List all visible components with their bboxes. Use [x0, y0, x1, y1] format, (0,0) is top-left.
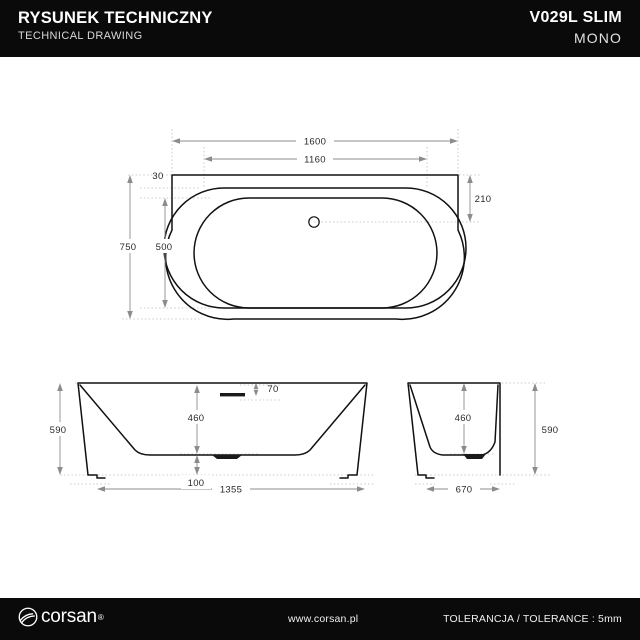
dimension-depth-460: 460	[181, 385, 211, 454]
brand-logo[interactable]: corsan ®	[18, 607, 104, 627]
tub-bowl-top	[193, 197, 438, 309]
dim-label-30: 30	[152, 171, 163, 182]
brand-name: corsan	[41, 606, 97, 627]
dim-label-1160: 1160	[304, 155, 326, 166]
dimension-rim-30: 30	[152, 171, 163, 182]
dimension-drain-offset-210: 210	[467, 175, 503, 222]
dimension-bowl-length-1160: 1160	[204, 151, 427, 166]
dimension-overflow-70: 70	[253, 383, 278, 396]
tub-rim-inner-edge-top	[163, 187, 467, 309]
header-title-group: RYSUNEK TECHNICZNY TECHNICAL DRAWING	[18, 8, 213, 44]
page-subtitle: TECHNICAL DRAWING	[18, 30, 143, 42]
tub-outline-top	[164, 174, 466, 321]
product-variant: MONO	[574, 30, 622, 46]
header-bar: RYSUNEK TECHNICZNY TECHNICAL DRAWING V02…	[0, 0, 640, 57]
dimension-overall-width-750: 750	[113, 175, 143, 319]
corsan-wave-icon	[18, 607, 38, 627]
drain-outlet-front	[212, 455, 242, 459]
dim-label-670: 670	[456, 485, 473, 496]
dimension-bowl-width-500: 500	[149, 198, 179, 308]
top-view-extension-lines	[122, 129, 480, 320]
dimension-side-depth-460: 460	[448, 383, 478, 454]
dimension-overall-length-1600: 1600	[172, 133, 458, 148]
dimension-base-width-670: 670	[426, 481, 500, 496]
drain-hole-top	[308, 216, 320, 228]
dimension-base-gap-100: 100	[181, 455, 211, 489]
front-view-extension-lines	[60, 382, 375, 485]
footer-bar: corsan ® www.corsan.pl TOLERANCJA / TOLE…	[0, 598, 640, 640]
tolerance-note: TOLERANCJA / TOLERANCE : 5mm	[443, 613, 622, 625]
dimension-base-length-1355: 1355	[97, 481, 365, 496]
registered-trademark-icon: ®	[97, 612, 104, 622]
tub-bowl-side	[409, 384, 499, 456]
dim-label-side-590: 590	[542, 425, 559, 436]
dim-label-210: 210	[475, 194, 492, 205]
dim-label-100: 100	[188, 478, 205, 489]
product-model: V029L SLIM	[529, 9, 622, 26]
front-view: 590 1355 460	[43, 382, 375, 496]
tub-outline-side	[407, 382, 501, 479]
drain-outlet-side	[463, 454, 486, 459]
dim-label-1355: 1355	[220, 485, 242, 496]
tub-outline-front	[77, 382, 368, 479]
dim-label-front-590: 590	[50, 425, 67, 436]
dim-label-750: 750	[120, 242, 137, 253]
website-url[interactable]: www.corsan.pl	[288, 613, 359, 625]
side-view-extension-lines	[415, 382, 550, 485]
page-title: RYSUNEK TECHNICZNY	[18, 9, 213, 27]
header-model-group: V029L SLIM MONO	[529, 8, 622, 47]
dim-label-1600: 1600	[304, 137, 326, 148]
dim-label-side-460: 460	[455, 413, 472, 424]
dim-label-70: 70	[267, 384, 278, 395]
overflow-outlet-front	[220, 393, 245, 397]
top-view: 1600 1160 750	[113, 129, 503, 321]
dim-label-front-460: 460	[188, 413, 205, 424]
dimension-height-590: 590	[43, 383, 73, 475]
side-view: 460 590 670	[407, 382, 568, 496]
drawing-canvas: 1600 1160 750	[0, 57, 640, 598]
dimension-side-height-590: 590	[532, 383, 568, 475]
dim-label-500: 500	[156, 242, 173, 253]
